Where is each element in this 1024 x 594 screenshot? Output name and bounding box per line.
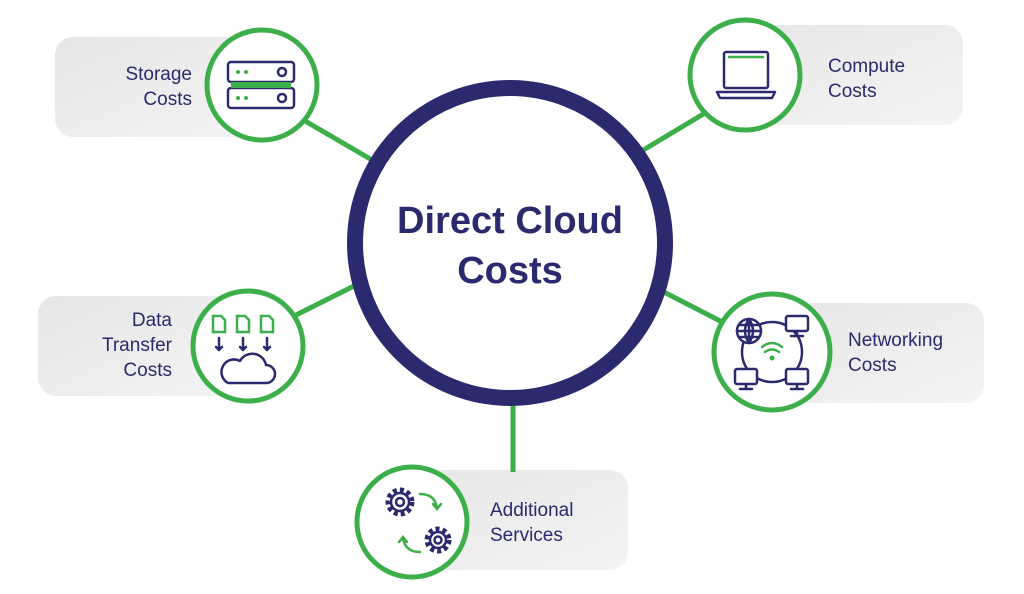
center-title-line1: Direct Cloud xyxy=(397,200,623,242)
data-transfer-label-line1: Data xyxy=(132,310,173,331)
laptop-icon xyxy=(715,50,777,100)
data-transfer-label-line2: Transfer xyxy=(102,335,173,356)
storage-label-line2: Costs xyxy=(143,89,192,110)
compute-label-line2: Costs xyxy=(828,81,877,102)
networking-node xyxy=(711,291,833,413)
gears-icon xyxy=(385,487,452,554)
data-transfer-label-line3: Costs xyxy=(123,360,172,381)
center-circle xyxy=(347,80,673,406)
additional-label-line1: Additional xyxy=(490,500,573,521)
cloud-upload-files-icon xyxy=(211,314,277,385)
additional-services-node xyxy=(354,464,470,580)
networking-label-line1: Networking xyxy=(848,330,943,351)
connectors xyxy=(288,107,732,472)
storage-label-line1: Storage xyxy=(125,64,192,85)
connector-compute xyxy=(638,107,712,155)
compute-label-line1: Compute xyxy=(828,56,905,77)
server-icon xyxy=(226,60,296,110)
additional-label-line2: Services xyxy=(490,525,563,546)
connector-networking xyxy=(654,285,732,329)
connector-data-transfer xyxy=(288,279,364,321)
connector-storage xyxy=(298,115,374,163)
compute-node xyxy=(687,17,803,133)
network-icon xyxy=(733,314,810,391)
center-title-line2: Costs xyxy=(457,250,563,292)
data-transfer-node xyxy=(190,288,306,404)
networking-label-line2: Costs xyxy=(848,355,897,376)
